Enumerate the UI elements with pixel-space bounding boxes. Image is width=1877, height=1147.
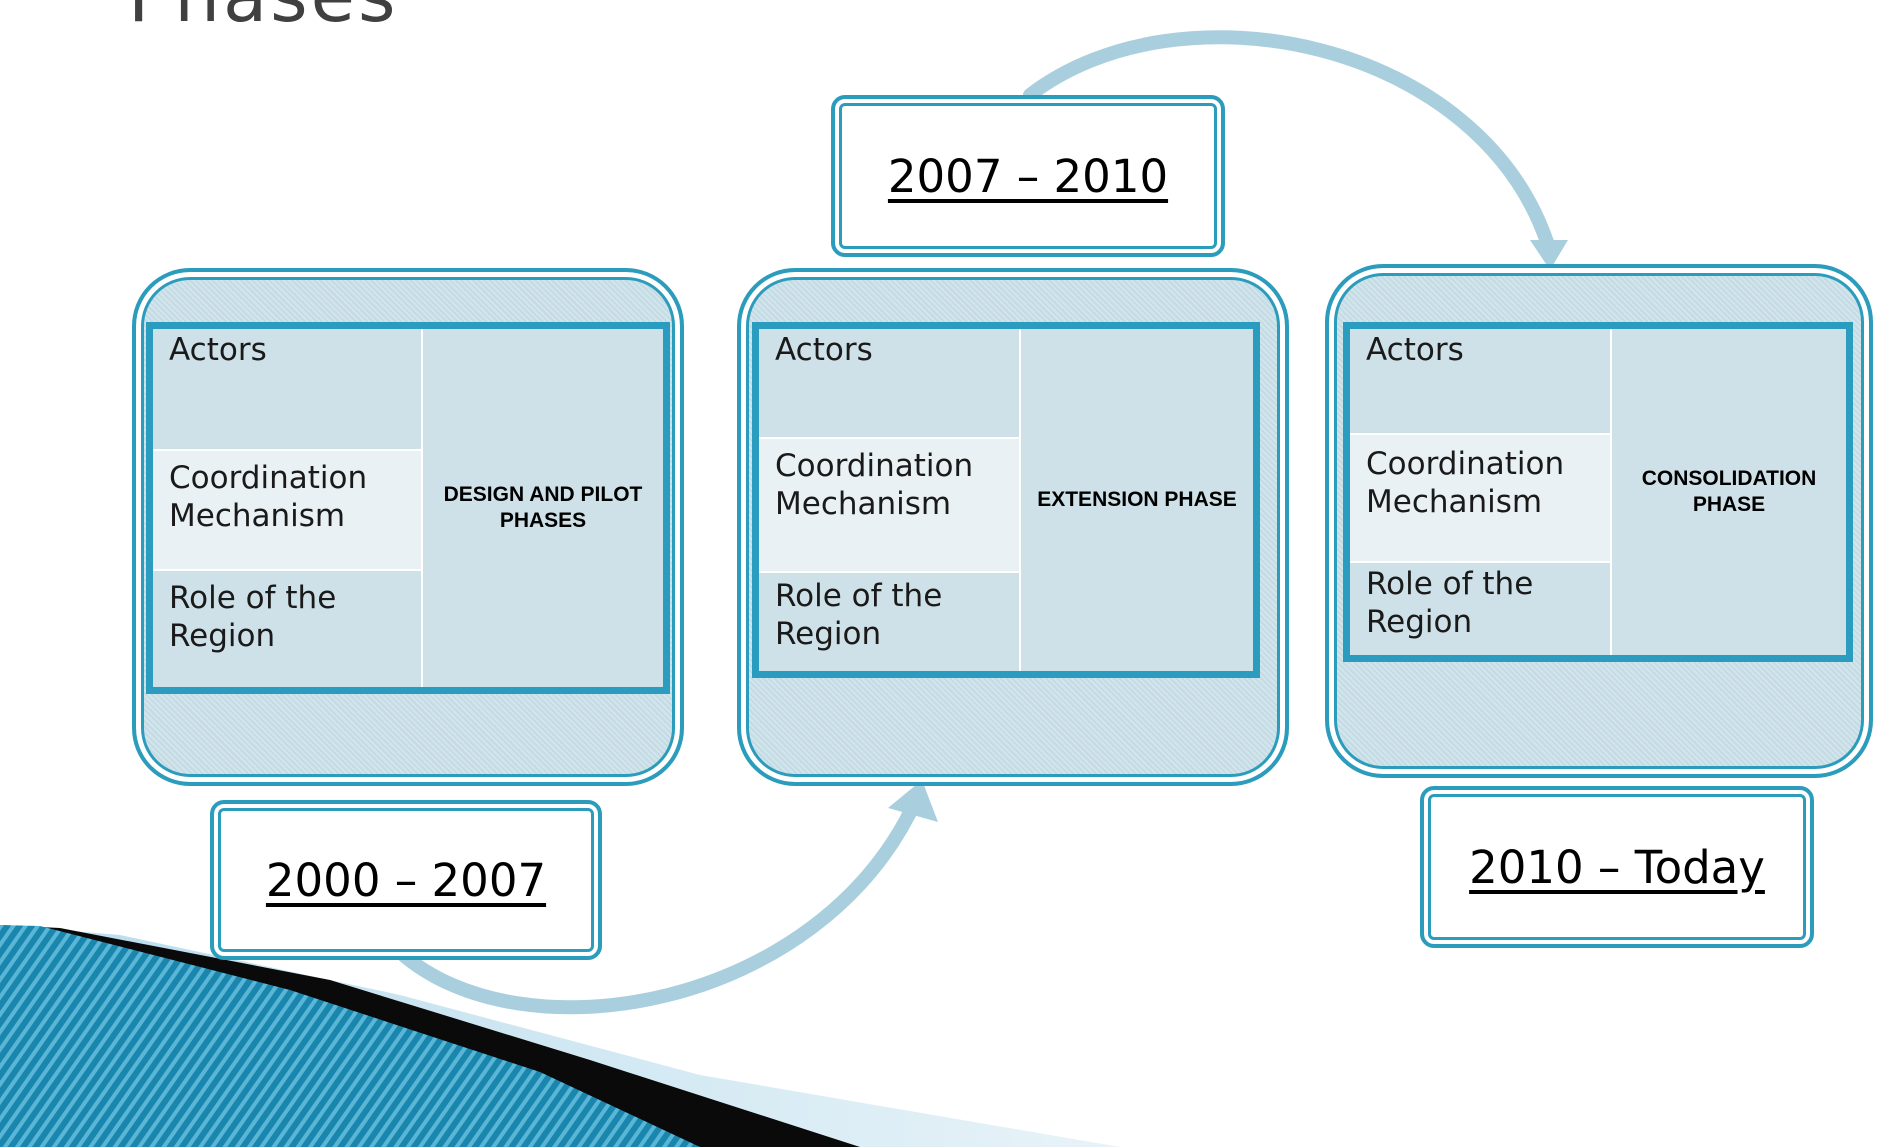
period-box-2000-2007: 2000 – 2007	[210, 800, 602, 960]
row-label-actors: Actors	[153, 329, 421, 451]
phase-table-design: Actors Coordination Mechanism Role of th…	[146, 322, 670, 694]
period-label: 2000 – 2007	[265, 853, 547, 907]
period-box-2007-2010: 2007 – 2010	[831, 95, 1225, 257]
row-label-role: Role of the Region	[775, 578, 943, 652]
phase-name-design: DESIGN AND PILOT PHASES	[443, 483, 643, 532]
row-label-role: Role of the Region	[1366, 566, 1534, 640]
row-label-role: Role of the Region	[169, 580, 337, 654]
phase-name-consolidation: CONSOLIDATION PHASE	[1641, 467, 1817, 516]
arrow-to-extension	[393, 780, 938, 1015]
page-title: Phases	[128, 0, 399, 38]
row-label-actors: Actors	[759, 329, 1019, 439]
period-box-2010-today: 2010 – Today	[1420, 786, 1814, 948]
phase-name-extension: EXTENSION PHASE	[1037, 488, 1237, 511]
phase-table-consolidation: Actors Coordination Mechanism Role of th…	[1343, 322, 1853, 662]
row-label-actors: Actors	[1350, 329, 1610, 435]
row-label-coordination: Coordination Mechanism	[1350, 435, 1610, 563]
period-label: 2007 – 2010	[887, 149, 1169, 203]
phase-table-extension: Actors Coordination Mechanism Role of th…	[752, 322, 1260, 678]
arrow-to-consolidation	[1023, 30, 1568, 270]
period-label: 2010 – Today	[1469, 840, 1765, 894]
row-label-coordination: Coordination Mechanism	[153, 451, 421, 571]
corner-decoration	[0, 925, 1120, 1147]
row-label-coordination: Coordination Mechanism	[759, 439, 1019, 573]
